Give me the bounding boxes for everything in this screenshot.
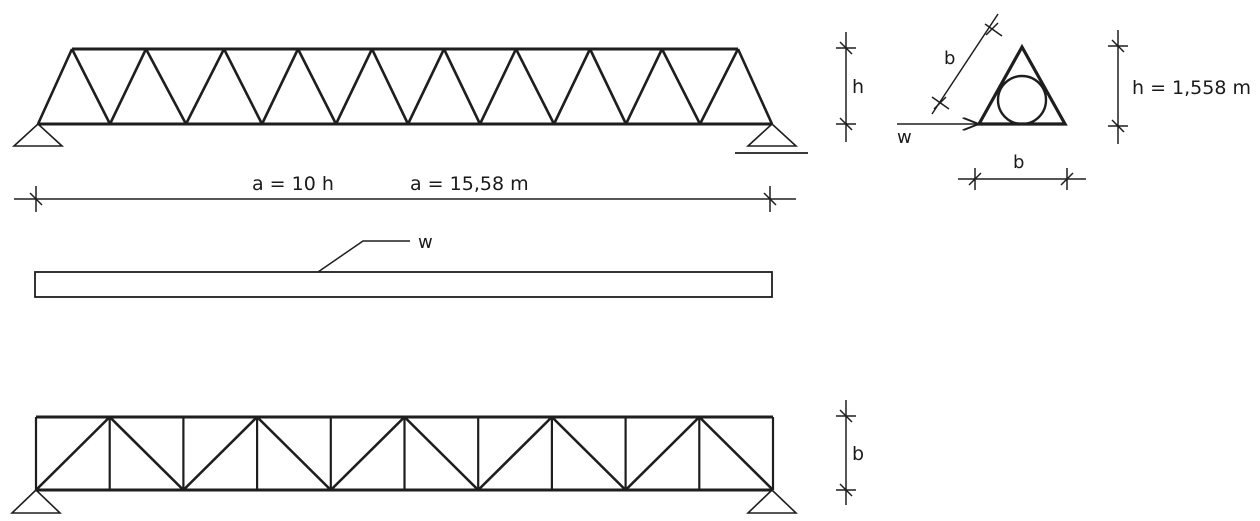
h-dimension-elevation	[836, 32, 856, 142]
elevation-diagonal	[698, 48, 740, 125]
plan-right-support	[746, 488, 798, 514]
plan-diagonals	[35, 416, 774, 491]
h-dimension-section	[1108, 30, 1128, 144]
b-label-horizontal: b	[1013, 152, 1024, 173]
plan-diagonal	[698, 416, 774, 491]
plan-truss	[10, 415, 798, 514]
elevation-diagonal	[260, 48, 300, 125]
elevation-truss	[11, 47, 808, 154]
span-relative-label: a = 10 h	[252, 173, 334, 195]
plan-diagonal	[329, 416, 406, 491]
wind-load-label-beam: w	[418, 232, 433, 253]
elevation-diagonal	[588, 48, 628, 125]
elevation-diagonal	[184, 48, 226, 125]
loaded-beam	[34, 271, 773, 298]
wind-label-section: w	[897, 127, 912, 148]
span-dimension	[14, 186, 796, 212]
plan-diagonal	[403, 416, 480, 491]
h-value-label-section: h = 1,558 m	[1132, 77, 1251, 99]
elevation-diagonal	[514, 48, 556, 125]
plan-diagonal	[35, 416, 111, 491]
elevation-diagonal	[552, 48, 592, 125]
elevation-diagonal	[442, 48, 482, 125]
triangular-section	[976, 43, 1068, 126]
plan-diagonal	[477, 416, 553, 491]
b-dimension-horizontal	[958, 168, 1086, 190]
inscribed-circle	[996, 74, 1048, 126]
elevation-diagonal	[108, 48, 148, 125]
b-label-plan: b	[852, 443, 864, 465]
elevation-diagonal	[660, 48, 702, 125]
plan-diagonal	[624, 416, 701, 491]
span-absolute-label: a = 15,58 m	[410, 173, 529, 195]
elevation-diagonal	[406, 48, 446, 125]
elevation-diagonal	[70, 48, 112, 125]
elevation-diagonal	[222, 48, 264, 125]
elevation-diagonal	[370, 48, 410, 125]
plan-diagonal	[550, 416, 627, 491]
b-label-slanted: b	[944, 48, 955, 69]
h-label-elevation: h	[852, 76, 864, 98]
plan-verticals	[34, 417, 775, 490]
plan-diagonal	[108, 416, 185, 491]
elevation-diagonal	[478, 48, 518, 125]
cross-section	[976, 43, 1068, 126]
b-dimension-slanted	[931, 13, 1003, 115]
wind-load-leader	[317, 240, 410, 273]
elevation-diagonal	[36, 48, 74, 125]
elevation-diagonals	[36, 48, 774, 125]
plan-left-support	[10, 488, 62, 514]
b-dimension-plan	[836, 400, 856, 505]
elevation-diagonal	[144, 48, 188, 125]
plan-diagonal	[256, 416, 332, 491]
elevation-diagonal	[736, 48, 774, 125]
right-support	[745, 122, 799, 147]
elevation-diagonal	[624, 48, 664, 125]
elevation-diagonal	[334, 48, 374, 125]
left-support	[11, 122, 65, 147]
plan-diagonal	[182, 416, 259, 491]
elevation-diagonal	[296, 48, 338, 125]
